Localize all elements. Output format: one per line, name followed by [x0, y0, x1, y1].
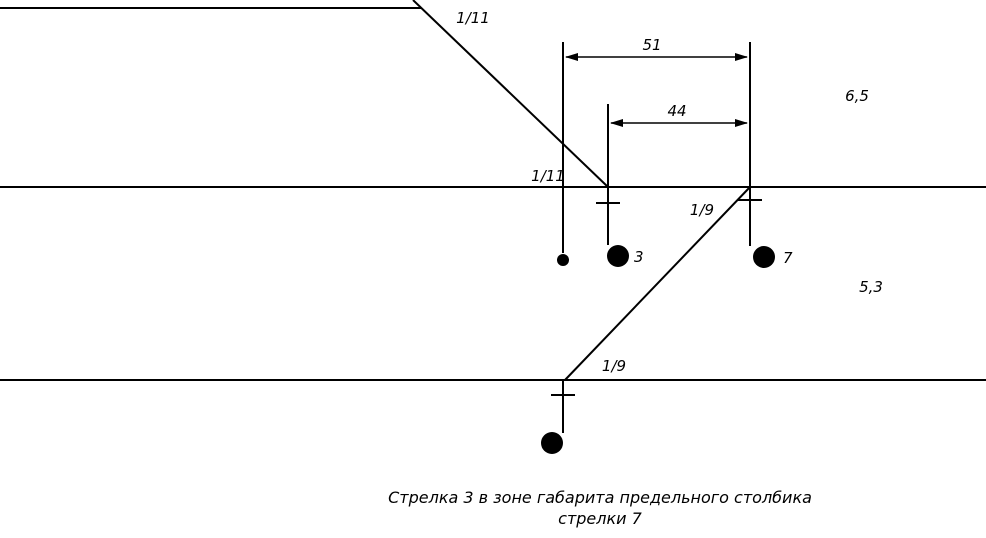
slope-label-1-9-upper: 1/9 [690, 201, 714, 219]
distance-label-5-3: 5,3 [859, 278, 883, 296]
slope-label-1-11-mid: 1/11 [531, 167, 565, 185]
turnout-1-9-diagonal [564, 186, 751, 381]
limit-post-circle-bottom [541, 432, 563, 454]
dimension-51-arrow-left-icon [565, 53, 578, 61]
turnout-1-11-diagonal [412, 0, 609, 188]
switch-3-number-label: 3 [634, 248, 644, 266]
dimension-51-label: 51 [642, 36, 661, 54]
distance-label-6-5: 6,5 [845, 87, 869, 105]
slope-label-1-9-lower: 1/9 [602, 357, 626, 375]
dimension-51-arrow-right-icon [735, 53, 748, 61]
dimension-44-label: 44 [667, 102, 686, 120]
dimension-44-arrow-right-icon [735, 119, 748, 127]
limit-post-circle-switch-7 [753, 246, 775, 268]
limit-post-circle-switch-3 [607, 245, 629, 267]
switch-7-number-label: 7 [783, 249, 793, 267]
slope-label-1-11-top: 1/11 [456, 9, 490, 27]
limit-post-small-circle [557, 254, 569, 266]
dimension-44-arrow-left-icon [610, 119, 623, 127]
caption-line-2: стрелки 7 [558, 509, 642, 528]
caption-line-1: Стрелка 3 в зоне габарита предельного ст… [388, 488, 812, 507]
